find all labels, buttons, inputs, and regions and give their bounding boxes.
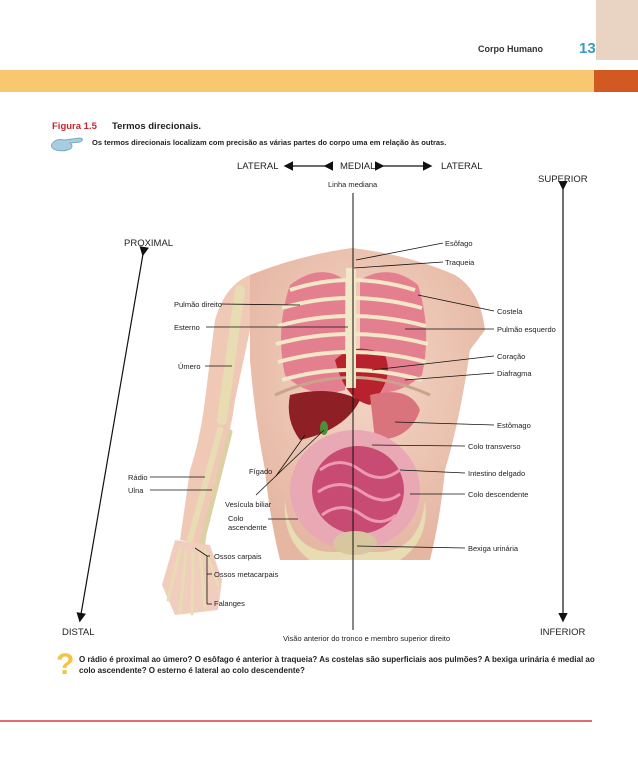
figure-description: Os termos direcionais localizam com prec…: [92, 138, 447, 147]
label-ossos-carpais: Ossos carpais: [214, 552, 262, 561]
label-ulna: Ulna: [128, 486, 144, 495]
label-colo-descendente: Colo descendente: [468, 490, 529, 499]
radius-bone: [187, 427, 223, 543]
superior-label: SUPERIOR: [538, 174, 588, 185]
stomach: [370, 392, 420, 440]
intestine-loops: [317, 461, 401, 523]
page-number: 13: [579, 40, 596, 57]
liver: [288, 391, 360, 440]
label-coracao: Coração: [497, 352, 526, 361]
figure-label: Figura 1.5: [52, 121, 97, 132]
leader-lines-left: [150, 303, 348, 605]
sternum: [346, 268, 356, 388]
bottom-rule: [0, 720, 592, 722]
label-colo-ascendente-1: Colo: [228, 514, 244, 523]
ulna-bone: [199, 429, 233, 545]
medial-label: MEDIAL: [340, 161, 376, 172]
figure-title: Termos direcionais.: [112, 121, 202, 132]
label-radio: Rádio: [128, 473, 148, 482]
label-diafragma: Diafragma: [497, 369, 532, 378]
label-figado: Fígado: [249, 467, 273, 476]
label-falanges: Falanges: [214, 599, 245, 608]
figure-caption: Visão anterior do tronco e membro superi…: [283, 634, 451, 643]
leader-lines-right: [353, 242, 495, 549]
label-esofago: Esôfago: [445, 239, 473, 248]
label-pulmao-direito: Pulmão direito: [174, 300, 222, 309]
lateral-left-label: LATERAL: [237, 161, 279, 172]
label-colo-transverso: Colo transverso: [468, 442, 521, 451]
hand-pointer-icon: [51, 137, 83, 152]
label-colo-ascendente-2: ascendente: [228, 523, 267, 532]
label-traqueia: Traqueia: [445, 258, 475, 267]
label-pulmao-esquerdo: Pulmão esquerdo: [497, 325, 556, 334]
question-text: O rádio é proximal ao úmero? O esôfago é…: [79, 655, 595, 675]
bladder: [333, 531, 377, 555]
label-estomago: Estômago: [497, 421, 531, 430]
label-vesicula-biliar: Vesícula biliar: [225, 500, 272, 509]
question-icon: ?: [56, 648, 75, 681]
label-bexiga-urinaria: Bexiga urinária: [468, 544, 519, 553]
proximal-distal-arrow: [76, 246, 149, 623]
label-costela: Costela: [497, 307, 523, 316]
skeleton-thumbnail: [596, 0, 638, 60]
header-bar-accent: [594, 70, 638, 92]
proximal-label: PROXIMAL: [124, 238, 174, 249]
chapter-title: Corpo Humano: [478, 44, 543, 54]
label-umero: Úmero: [178, 362, 201, 371]
distal-label: DISTAL: [62, 627, 95, 638]
label-intestino-delgado: Intestino delgado: [468, 469, 526, 478]
humerus-bone: [217, 285, 245, 425]
label-esterno: Esterno: [174, 323, 200, 332]
inferior-label: INFERIOR: [540, 627, 586, 638]
lateral-right-label: LATERAL: [441, 161, 483, 172]
midline-label: Linha mediana: [328, 180, 378, 189]
label-ossos-metacarpais: Ossos metacarpais: [214, 570, 279, 579]
header-bar: [0, 70, 594, 92]
